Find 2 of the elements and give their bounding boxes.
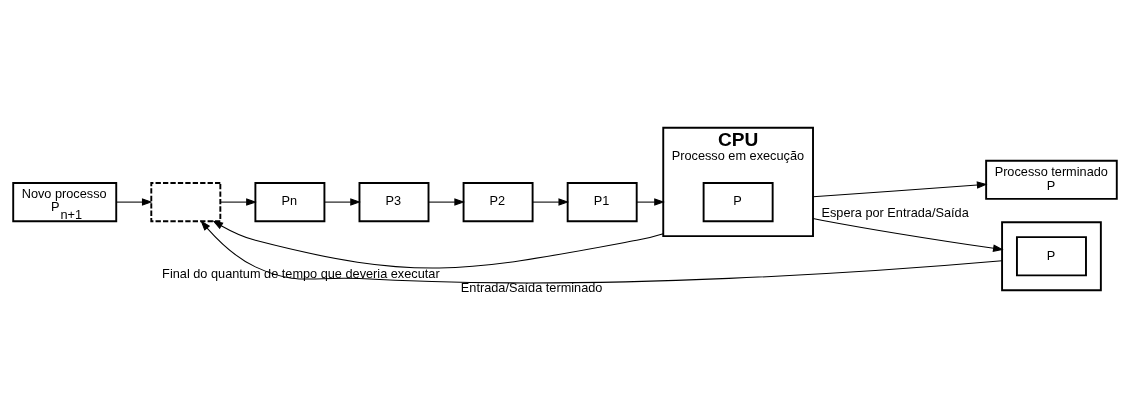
edge-label: Espera por Entrada/Saída [821,204,969,220]
edge-label: Entrada/Saída terminado [460,280,603,296]
